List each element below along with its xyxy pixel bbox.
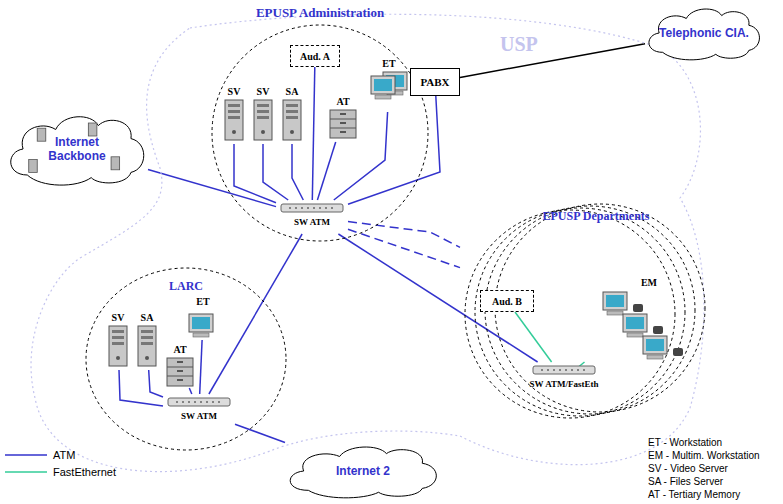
legend-line-sample	[5, 452, 47, 458]
node-label: SV	[257, 86, 270, 98]
network-cloud: Internet 2	[285, 442, 441, 500]
campus-region: USPEPUSP AdministrationAud. ASVSVSAATETS…	[20, 8, 700, 502]
auditorium-box: Aud. B	[480, 290, 534, 312]
node-label: Aud. A	[300, 51, 330, 62]
node-label: SV	[228, 86, 241, 98]
node-label: PABX	[420, 76, 449, 88]
atm-link	[148, 170, 276, 207]
atm-link	[209, 234, 302, 394]
legend: ATM FastEthernet	[5, 446, 116, 480]
legend-line-sample	[5, 469, 47, 475]
atm-link	[200, 340, 202, 394]
node-label: EM	[641, 277, 657, 289]
region-label: LARC	[169, 279, 203, 294]
legend-text: ATM	[53, 449, 75, 461]
multimedia-workstations-icon	[597, 290, 687, 370]
workstation-node: ET	[180, 296, 226, 340]
workstation-icon	[185, 308, 221, 338]
department-region: EPUSP DepartmentsAud. B EM SW ATM/FastEth	[460, 196, 702, 422]
node-label: SV	[112, 312, 125, 324]
abbreviation-note: SV - Video Server	[648, 463, 728, 475]
node-label: ET	[382, 58, 395, 70]
network-cloud: Telephonic CIA.	[645, 4, 763, 62]
network-cloud: Internet Backbone	[6, 110, 148, 188]
switch-node: SW ATM	[163, 394, 235, 428]
legend-row: FastEthernet	[5, 463, 116, 480]
atm-link	[234, 144, 276, 203]
node-label: SW ATM	[181, 411, 217, 422]
atm-link	[235, 424, 285, 442]
switch-node: SW ATM	[276, 200, 348, 234]
fastethernet-link	[515, 312, 552, 362]
node-label: ET	[196, 296, 209, 308]
tertiary-memory-icon	[165, 356, 195, 388]
atm-link	[338, 234, 537, 362]
server-icon	[281, 98, 303, 142]
site-region: EPUSP AdministrationAud. A SV SV SA AT ET SW A…	[208, 3, 432, 243]
server-icon	[107, 324, 129, 368]
server-icon	[136, 324, 158, 368]
region-label: Internet 2	[336, 464, 390, 478]
region-label: EPUSP Administration	[256, 5, 384, 21]
phone-line	[460, 44, 645, 78]
switch-icon	[167, 396, 231, 408]
campus-outline	[20, 8, 700, 502]
switch-node: SW ATM/FastEth	[510, 362, 618, 396]
legend-row: ATM	[5, 446, 116, 463]
switch-icon	[532, 364, 596, 376]
server-node: SA	[278, 86, 306, 144]
legend-text: FastEthernet	[53, 466, 116, 478]
region-label: Telephonic CIA.	[659, 26, 749, 40]
region-label: EPUSP Departments	[543, 209, 650, 224]
atm-link	[189, 388, 192, 394]
abbreviation-note: AT - Tertiary Memory	[648, 489, 740, 501]
node-label: Aud. B	[492, 296, 522, 307]
workstation-icon	[367, 70, 411, 100]
server-node: SA	[133, 312, 161, 370]
atm-link	[317, 142, 335, 200]
node-label: SA	[286, 86, 299, 98]
atm-link	[292, 144, 303, 200]
site-region: LARC SV SA ET AT SW ATM	[84, 266, 288, 452]
server-node: SV	[249, 86, 277, 144]
switch-icon	[280, 202, 344, 214]
node-label: SW ATM/FastEth	[530, 379, 599, 390]
atm-link	[263, 144, 288, 200]
tertiary-memory-node: AT	[326, 96, 360, 142]
abbreviation-note: ET - Workstation	[648, 437, 722, 449]
atm-link	[348, 222, 460, 248]
workstation-node: ET	[362, 58, 416, 112]
node-label: SA	[141, 312, 154, 324]
server-icon	[223, 98, 245, 142]
node-label: SW ATM	[294, 217, 330, 228]
server-icon	[252, 98, 274, 142]
tertiary-memory-node: AT	[164, 344, 196, 388]
node-label: AT	[336, 96, 349, 108]
atm-link	[348, 96, 440, 204]
multimedia-workstation-node: EM	[575, 272, 695, 368]
auditorium-box: Aud. A	[290, 45, 340, 67]
pabx-box: PABX	[410, 68, 460, 96]
node-label: AT	[173, 344, 186, 356]
atm-link	[348, 229, 460, 267]
abbreviation-note: EM - Multim. Workstation	[648, 450, 760, 462]
region-label: Internet Backbone	[37, 135, 117, 163]
tertiary-memory-icon	[328, 108, 358, 140]
abbreviation-note: SA - Files Server	[648, 476, 723, 488]
atm-link	[149, 370, 163, 397]
atm-link	[312, 67, 315, 200]
server-node: SV	[220, 86, 248, 144]
server-node: SV	[104, 312, 132, 370]
atm-link	[119, 370, 163, 406]
